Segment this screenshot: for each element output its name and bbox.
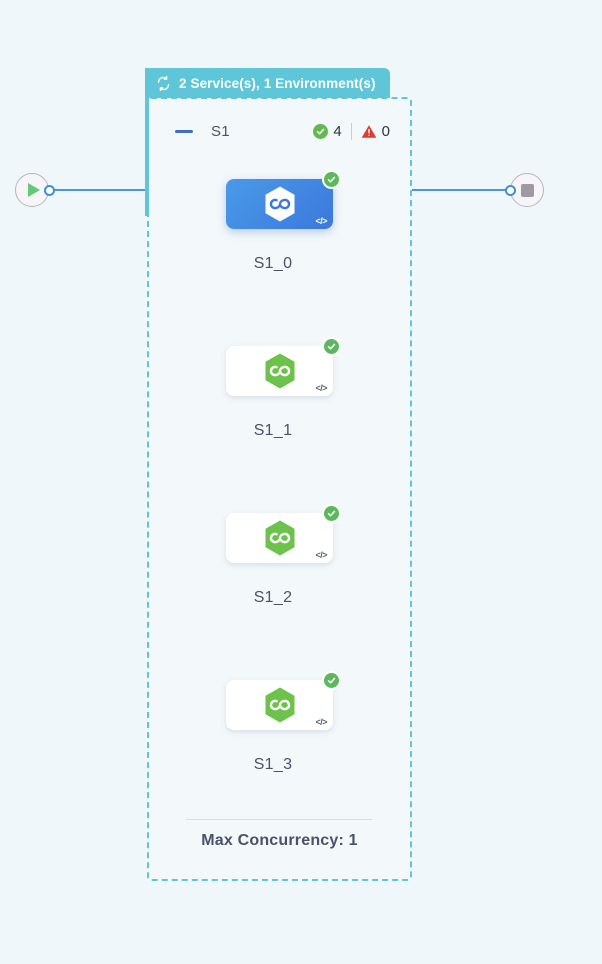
service-node-s1-2[interactable]: </>: [226, 504, 341, 563]
group-status-block: 4 0: [313, 122, 390, 140]
hexagon-service-icon: [265, 520, 294, 556]
code-badge-icon: </>: [315, 717, 327, 727]
group-name-label: S1: [211, 122, 230, 140]
status-badge-check-icon: [322, 504, 341, 523]
start-node-output-port[interactable]: [44, 185, 55, 196]
edge-group-to-end: [412, 189, 507, 191]
hexagon-service-icon: [265, 186, 294, 222]
end-node-input-port[interactable]: [505, 185, 516, 196]
success-count: 4: [333, 122, 342, 140]
service-node-card[interactable]: </>: [226, 179, 333, 229]
service-node-label-s1-0: S1_0: [253, 255, 293, 272]
service-node-s1-1[interactable]: </>: [226, 337, 341, 396]
service-node-s1-3[interactable]: </>: [226, 671, 341, 730]
group-footer-divider: [186, 819, 372, 820]
hexagon-service-icon: [265, 687, 294, 723]
service-node-label-s1-3: S1_3: [253, 756, 293, 773]
group-header-tab[interactable]: 2 Service(s), 1 Environment(s): [145, 68, 390, 98]
group-title-row: S1 4 0: [175, 118, 390, 144]
play-icon: [28, 183, 40, 197]
service-node-card[interactable]: </>: [226, 346, 333, 396]
service-node-label-s1-1: S1_1: [253, 422, 293, 439]
group-header-label: 2 Service(s), 1 Environment(s): [179, 75, 376, 91]
sync-icon: [156, 75, 171, 91]
service-node-card[interactable]: </>: [226, 513, 333, 563]
service-node-s1-0[interactable]: </>: [226, 170, 341, 229]
error-status: 0: [361, 123, 390, 140]
code-badge-icon: </>: [315, 383, 327, 393]
edge-start-to-group: [53, 189, 148, 191]
group-header-left-edge: [145, 68, 149, 216]
minus-icon[interactable]: [175, 129, 193, 133]
code-badge-icon: </>: [315, 550, 327, 560]
status-badge-check-icon: [322, 170, 341, 189]
code-badge-icon: </>: [315, 216, 327, 226]
success-status: 4: [313, 122, 342, 140]
max-concurrency-label: Max Concurrency: 1: [201, 832, 358, 849]
check-circle-icon: [313, 123, 329, 139]
status-badge-check-icon: [322, 671, 341, 690]
service-node-label-s1-2: S1_2: [253, 589, 293, 606]
status-divider: [350, 122, 352, 140]
service-node-card[interactable]: </>: [226, 680, 333, 730]
status-badge-check-icon: [322, 337, 341, 356]
hexagon-service-icon: [265, 353, 294, 389]
error-count: 0: [381, 122, 390, 140]
stop-icon: [520, 183, 534, 197]
warning-triangle-icon: [361, 124, 377, 139]
start-node[interactable]: [15, 173, 49, 207]
